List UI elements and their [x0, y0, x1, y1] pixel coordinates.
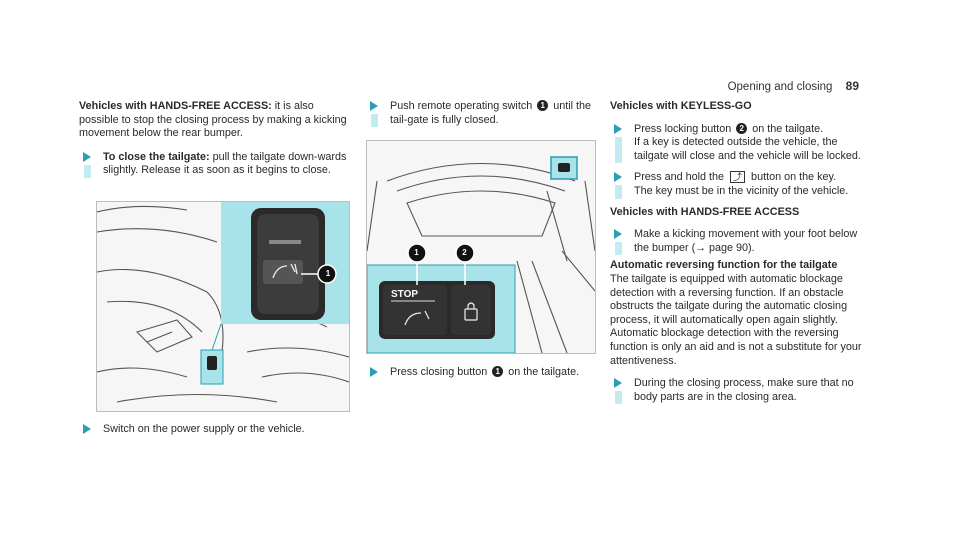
step-bar — [615, 391, 622, 405]
text: button on the key. — [748, 171, 837, 184]
text: Press closing button — [390, 366, 491, 378]
figure-callout-1: 1 — [325, 269, 331, 278]
figure-callout-1: 1 — [414, 248, 419, 257]
heading-hands-free: Vehicles with HANDS-FREE ACCESS — [610, 205, 800, 218]
step-closing-caution: During the closing process, make sure th… — [610, 377, 865, 405]
arrow-bullet-icon — [83, 424, 91, 434]
page-header: Opening and closing 89 — [728, 79, 859, 93]
step-kick: Make a kicking movement with your foot b… — [610, 228, 865, 256]
tailgate-key-icon: ⤴ — [730, 171, 746, 184]
arrow-bullet-icon — [370, 367, 378, 377]
intro-paragraph: Vehicles with HANDS-FREE ACCESS: it is a… — [79, 100, 351, 141]
callout-badge: 1 — [537, 100, 549, 111]
intro-bold: Vehicles with HANDS-FREE ACCESS: — [79, 100, 272, 112]
figure-door-interior: 1 — [96, 201, 350, 412]
intro-text: it is also possible to stop the closing … — [79, 100, 347, 140]
stop-label: STOP — [391, 289, 419, 300]
step-push-switch: Push remote operating switch 1 until the… — [366, 100, 594, 128]
section-title: Opening and closing — [727, 81, 833, 93]
text: on the tailgate. — [505, 366, 580, 378]
text: If a key is detected outside the vehicle… — [634, 136, 861, 162]
text: Make a kicking movement with your foot b… — [634, 228, 858, 254]
reversing-paragraph: The tailgate is equipped with automatic … — [610, 272, 862, 367]
heading-reversing: Automatic reversing function for the tai… — [610, 259, 838, 272]
arrow-bullet-icon — [370, 101, 378, 111]
step-bar — [615, 242, 622, 256]
text: Press and hold the — [634, 171, 728, 184]
text: until the tail-gate is fully closed. — [390, 100, 592, 126]
lock-icon — [464, 302, 478, 321]
arrow-bullet-icon — [614, 172, 622, 183]
text: Push remote operating switch — [390, 100, 536, 112]
step-bar — [615, 136, 622, 164]
step-bar — [84, 164, 91, 178]
step-text: pull the tailgate down-wards slightly. R… — [103, 150, 347, 177]
tailgate-close-icon — [272, 263, 298, 279]
column-3: Vehicles with KEYLESS-GO Press locking b… — [610, 100, 865, 405]
text: Press locking button — [634, 122, 735, 135]
figure-tailgate-buttons: STOP 1 2 — [366, 140, 596, 354]
text: on the tailgate. — [749, 122, 824, 135]
column-2: Push remote operating switch 1 until the… — [366, 100, 594, 128]
figure-callout-2: 2 — [462, 248, 467, 257]
step-row: Press closing button 1 on the tailgate. — [366, 366, 594, 378]
arrow-bullet-icon — [614, 229, 622, 240]
step-bold: To close the tailgate: — [103, 150, 210, 163]
column-1: Vehicles with HANDS-FREE ACCESS: it is a… — [79, 100, 351, 178]
step-row: Switch on the power supply or the vehicl… — [79, 423, 351, 435]
arrow-bullet-icon — [614, 378, 622, 389]
step-press-closing: Press closing button 1 on the tailgate. — [366, 366, 594, 378]
step-text: Switch on the power supply or the vehicl… — [103, 423, 305, 435]
step-close-tailgate: To close the tailgate: pull the tailgate… — [79, 151, 351, 178]
door-interior-illustration — [97, 202, 349, 411]
step-bar — [615, 185, 622, 199]
arrow-bullet-icon — [83, 151, 91, 162]
tailgate-close-icon — [404, 310, 430, 326]
text: The key must be in the vicinity of the v… — [634, 184, 849, 197]
page-number: 89 — [845, 79, 859, 93]
callout-badge: 2 — [736, 122, 748, 134]
step-bar — [371, 114, 378, 128]
arrow-bullet-icon — [614, 123, 622, 134]
heading-keyless-go: Vehicles with KEYLESS-GO — [610, 100, 752, 112]
step-locking-button: Press locking button 2 on the tailgate. … — [610, 122, 865, 164]
step-power-on: Switch on the power supply or the vehicl… — [79, 423, 351, 435]
step-hold-key-button: Press and hold the ⤴ button on the key. … — [610, 171, 865, 199]
tailgate-illustration — [367, 141, 595, 353]
callout-badge: 1 — [492, 366, 504, 377]
text: During the closing process, make sure th… — [634, 377, 854, 403]
